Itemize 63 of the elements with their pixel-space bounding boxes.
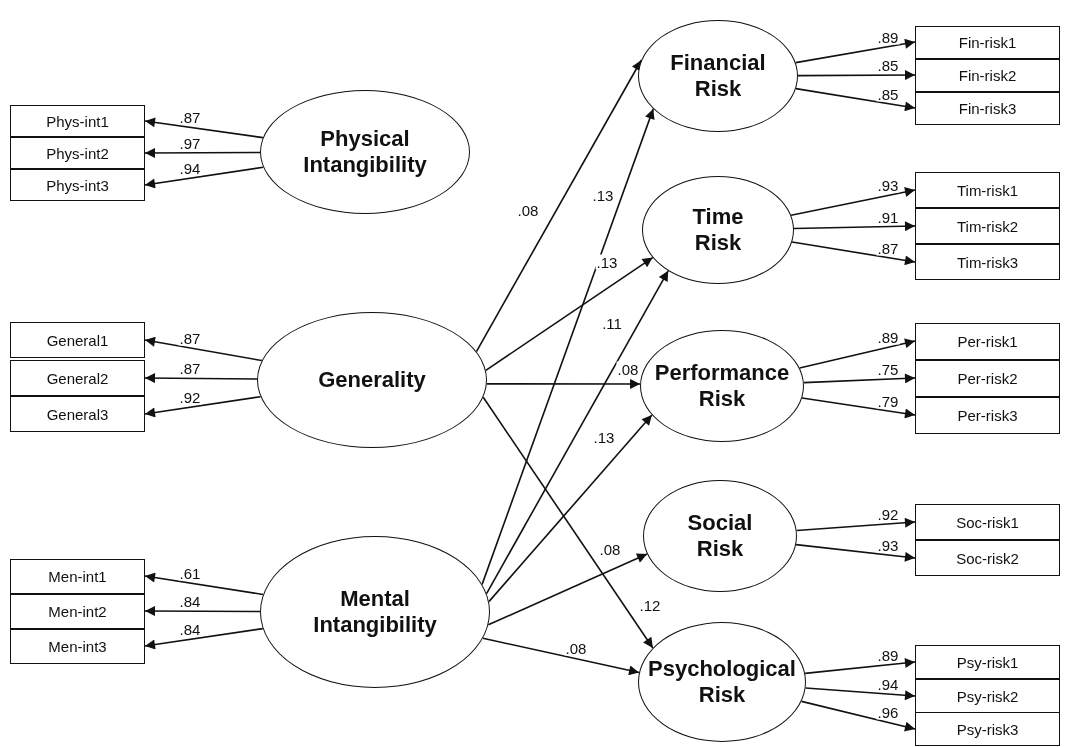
indicator-box: Men-int3 — [10, 628, 145, 664]
construct-name: Psychological Risk — [648, 655, 796, 709]
indicator-box: Tim-risk3 — [915, 244, 1060, 280]
arrow — [482, 396, 654, 649]
arrow — [790, 187, 916, 216]
indicator-box: Phys-int1 — [10, 105, 145, 137]
arrow — [487, 553, 648, 626]
indicator-box: Fin-risk1 — [915, 25, 1060, 59]
indicator-box: Psy-risk3 — [915, 712, 1060, 746]
arrow — [481, 108, 655, 586]
indicator-box: Per-risk3 — [915, 396, 1060, 434]
construct-name: Generality — [318, 366, 426, 394]
arrow — [485, 256, 654, 372]
indicator-box: Tim-risk2 — [915, 208, 1060, 244]
arrow — [791, 241, 916, 266]
indicator-box: General1 — [10, 322, 145, 358]
indicator-box: Soc-risk1 — [915, 504, 1060, 540]
indicator-box: General3 — [10, 396, 145, 432]
arrow — [803, 373, 916, 384]
construct-name: Physical Intangibility — [303, 125, 427, 179]
arrow — [795, 87, 916, 112]
arrow — [144, 373, 258, 384]
arrow — [482, 637, 640, 676]
indicator-box: Psy-risk2 — [915, 679, 1060, 713]
arrow — [800, 700, 916, 732]
construct-name: Time Risk — [692, 203, 744, 257]
arrow — [486, 378, 641, 389]
edge-label: .08 — [616, 361, 640, 377]
arrow — [485, 269, 669, 595]
indicator-box: Fin-risk2 — [915, 58, 1060, 92]
construct-name: Financial Risk — [670, 49, 766, 103]
indicator-box: Tim-risk1 — [915, 172, 1060, 208]
arrow — [793, 221, 916, 232]
construct-name: Social Risk — [687, 509, 753, 563]
arrow — [488, 414, 653, 603]
indicator-box: Per-risk2 — [915, 359, 1060, 397]
arrow — [797, 70, 916, 81]
arrow — [804, 658, 916, 675]
indicator-box: Men-int2 — [10, 593, 145, 629]
arrow — [794, 38, 916, 64]
arrow — [795, 543, 916, 562]
arrow — [144, 117, 264, 139]
indicator-box: Fin-risk3 — [915, 91, 1060, 125]
arrow — [804, 687, 916, 701]
construct-name: Performance Risk — [654, 359, 790, 413]
indicator-box: Phys-int3 — [10, 169, 145, 201]
arrow — [798, 338, 916, 369]
arrow — [144, 572, 264, 596]
indicator-box: Men-int1 — [10, 558, 145, 594]
arrow — [795, 517, 916, 532]
arrow — [144, 395, 262, 418]
arrow — [144, 627, 264, 650]
indicator-box: Psy-risk1 — [915, 645, 1060, 679]
edge-label: .13 — [595, 254, 619, 270]
indicator-box: General2 — [10, 360, 145, 396]
indicator-box: Soc-risk2 — [915, 540, 1060, 576]
arrow — [144, 166, 265, 189]
indicator-box: Phys-int2 — [10, 137, 145, 169]
construct-name: Mental Intangibility — [313, 585, 437, 639]
arrow — [144, 606, 261, 617]
indicator-box: Per-risk1 — [915, 322, 1060, 360]
arrow — [144, 147, 261, 158]
arrow — [801, 397, 916, 419]
